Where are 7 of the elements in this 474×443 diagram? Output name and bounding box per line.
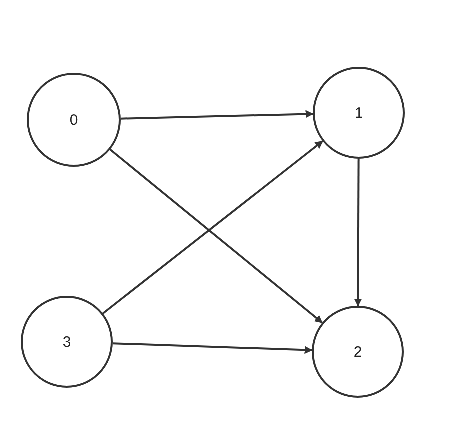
node-label: 2 bbox=[354, 344, 362, 360]
node-label: 0 bbox=[70, 112, 78, 128]
arrow bbox=[112, 342, 313, 354]
node-label: 1 bbox=[354, 104, 364, 122]
arrow bbox=[354, 159, 362, 307]
arrow bbox=[120, 110, 314, 120]
node-label: 3 bbox=[62, 334, 72, 350]
